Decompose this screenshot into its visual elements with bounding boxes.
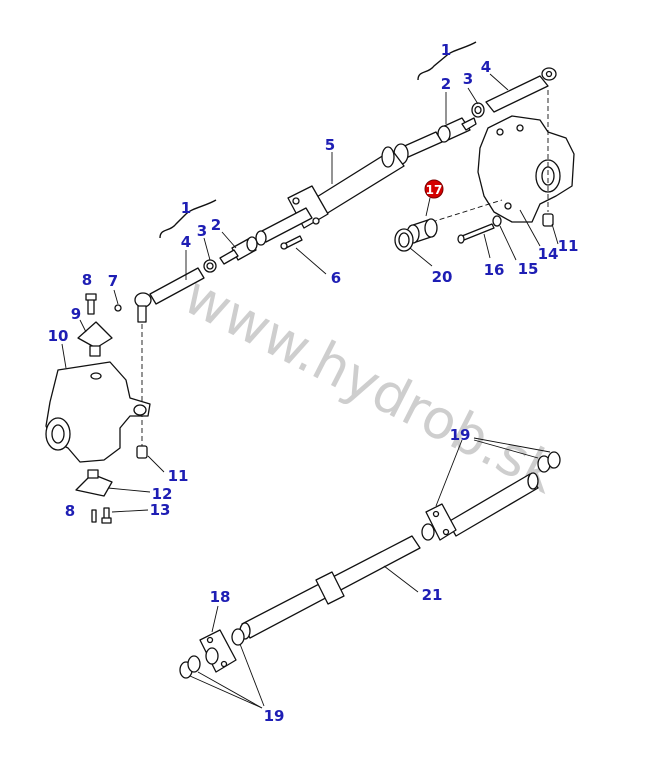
leader-left-3	[203, 237, 211, 261]
callout-lower-plate[interactable]: 12	[152, 485, 173, 503]
upper-assembly-brace	[417, 41, 477, 81]
callout-left-nut[interactable]: 3	[197, 222, 207, 240]
leader-lower-19-c	[239, 643, 265, 707]
leader-14	[519, 209, 541, 247]
callout-seal[interactable]: 20	[432, 268, 453, 286]
callout-lower-o-rings[interactable]: 19	[264, 707, 285, 725]
leader-left-11	[147, 455, 165, 473]
leader-15	[499, 225, 517, 261]
leader-18	[211, 605, 219, 633]
left-rod-end	[134, 267, 205, 323]
callout-lower-bolt[interactable]: 13	[150, 501, 171, 519]
lower-plate	[75, 469, 113, 497]
callout-left-assembly[interactable]: 1	[181, 199, 191, 217]
lower-flange	[199, 629, 237, 673]
upper-plate	[77, 321, 113, 357]
callout-bolt[interactable]: 16	[484, 261, 505, 279]
callout-left-cap[interactable]: 11	[168, 467, 189, 485]
leader-10	[61, 343, 67, 369]
upper-o-rings	[537, 451, 561, 473]
cylinder-bolt	[280, 235, 303, 250]
leader-upper-19-c	[473, 437, 551, 453]
upper-ball-joint-right	[437, 117, 477, 143]
rod	[239, 535, 421, 640]
left-assembly-brace	[159, 199, 217, 239]
callout-lower-flange[interactable]: 18	[210, 588, 231, 606]
callout-17[interactable]: 17	[426, 183, 443, 197]
upper-nut-right	[471, 102, 485, 118]
leader-upper-19-b	[473, 439, 539, 459]
left-cap	[136, 445, 148, 459]
leader-right-11	[551, 223, 559, 245]
leader-16	[483, 233, 491, 259]
leader-lower-19-b	[197, 671, 263, 709]
leader-lower-19-a	[189, 675, 263, 709]
callout-washer[interactable]: 15	[518, 260, 539, 278]
grease-fitting	[114, 304, 122, 312]
callout-upper-bolt[interactable]: 8	[82, 271, 92, 289]
callout-grease-fitting[interactable]: 7	[108, 272, 118, 290]
rod-sleeve-upper	[447, 472, 539, 537]
callout-lower-bolt-8[interactable]: 8	[65, 502, 75, 520]
callout-right-knuckle[interactable]: 14	[538, 245, 559, 263]
watermark-text: www.hydrob.sk	[174, 263, 569, 506]
washer	[492, 215, 502, 227]
leader-upper-19-a	[435, 439, 463, 507]
steering-cylinder	[255, 131, 443, 246]
leader-17	[425, 197, 431, 217]
callout-left-rod-end[interactable]: 4	[181, 233, 191, 251]
callout-left-knuckle[interactable]: 10	[48, 327, 69, 345]
callout-upper-nut-right[interactable]: 3	[463, 70, 473, 88]
leader-left-2	[221, 231, 237, 249]
leader-upper-4	[489, 73, 509, 91]
callout-cylinder[interactable]: 5	[325, 136, 335, 154]
upper-bolt	[85, 293, 97, 315]
callout-right-cap[interactable]: 11	[558, 237, 579, 255]
left-nut	[203, 259, 217, 273]
bolt	[457, 223, 495, 244]
lower-o-rings	[179, 628, 245, 679]
bushing-dashed-axis	[431, 199, 503, 223]
leader-21	[383, 565, 419, 593]
callout-upper-rod-end-right[interactable]: 4	[481, 58, 491, 76]
callout-upper-plate[interactable]: 9	[71, 305, 81, 323]
leader-upper-3	[467, 87, 479, 105]
left-knuckle	[45, 361, 151, 463]
lower-bolt	[101, 507, 112, 524]
lower-bolt-8	[91, 509, 97, 523]
leader-20	[409, 247, 433, 267]
callout-left-ball-joint[interactable]: 2	[211, 216, 221, 234]
upper-rod-end-right	[485, 67, 557, 113]
callout-upper-assembly[interactable]: 1	[441, 41, 451, 59]
leader-9	[79, 319, 87, 333]
right-cap	[542, 213, 554, 227]
leader-12	[107, 487, 151, 493]
left-ball-joint	[219, 236, 258, 265]
leader-7	[113, 289, 119, 305]
seal-ring	[394, 228, 414, 252]
callout-cylinder-bolt[interactable]: 6	[331, 269, 341, 287]
callout-rod[interactable]: 21	[422, 586, 443, 604]
leader-13	[111, 509, 149, 513]
leader-6	[295, 247, 327, 275]
right-knuckle	[477, 115, 575, 223]
upper-flange	[421, 503, 457, 541]
callout-upper-ball-joint-right[interactable]: 2	[441, 75, 451, 93]
highlight-badge	[424, 179, 444, 199]
callout-upper-o-rings[interactable]: 19	[450, 426, 471, 444]
